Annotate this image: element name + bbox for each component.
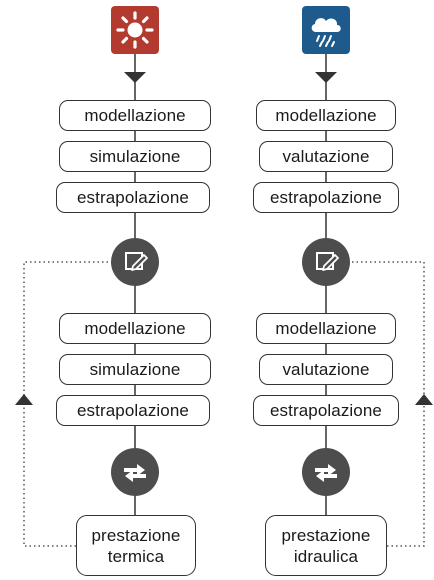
right-result-line1: prestazione xyxy=(281,525,371,545)
exchange-arrows-icon xyxy=(315,464,337,482)
right-feedback-loop xyxy=(350,261,425,547)
right-step-estrapolazione-2: estrapolazione xyxy=(253,395,399,426)
rain-cloud-icon xyxy=(311,18,341,47)
left-step-simulazione-1: simulazione xyxy=(59,141,211,172)
right-step-valutazione-1: valutazione xyxy=(259,141,393,172)
exchange-arrows-icon xyxy=(124,464,146,482)
left-step-modellazione-2: modellazione xyxy=(59,313,211,344)
right-up-arrow xyxy=(415,394,433,405)
left-step-estrapolazione-2: estrapolazione xyxy=(56,395,210,426)
left-result-box: prestazione termica xyxy=(76,515,196,576)
left-step-modellazione-1: modellazione xyxy=(59,100,211,131)
right-step-modellazione-2: modellazione xyxy=(256,313,396,344)
left-result-line1: prestazione xyxy=(91,525,181,545)
right-edit-circle xyxy=(302,238,350,286)
left-up-arrow xyxy=(15,394,33,405)
left-step-simulazione-2: simulazione xyxy=(59,354,211,385)
right-down-arrow xyxy=(315,72,337,83)
left-step-estrapolazione-1: estrapolazione xyxy=(56,182,210,213)
right-step-estrapolazione-1: estrapolazione xyxy=(253,182,399,213)
right-result-line2: idraulica xyxy=(293,546,359,566)
edit-note-icon xyxy=(125,252,148,271)
left-down-arrow xyxy=(124,72,146,83)
sun-badge xyxy=(111,6,159,54)
right-result-box: prestazione idraulica xyxy=(265,515,387,576)
rain-badge xyxy=(302,6,350,54)
right-step-modellazione-1: modellazione xyxy=(256,100,396,131)
right-step-valutazione-2: valutazione xyxy=(259,354,393,385)
left-result-line2: termica xyxy=(107,546,165,566)
sun-icon xyxy=(116,11,154,49)
left-edit-circle xyxy=(111,238,159,286)
left-exchange-circle xyxy=(111,448,159,496)
edit-note-icon xyxy=(316,252,339,271)
right-exchange-circle xyxy=(302,448,350,496)
